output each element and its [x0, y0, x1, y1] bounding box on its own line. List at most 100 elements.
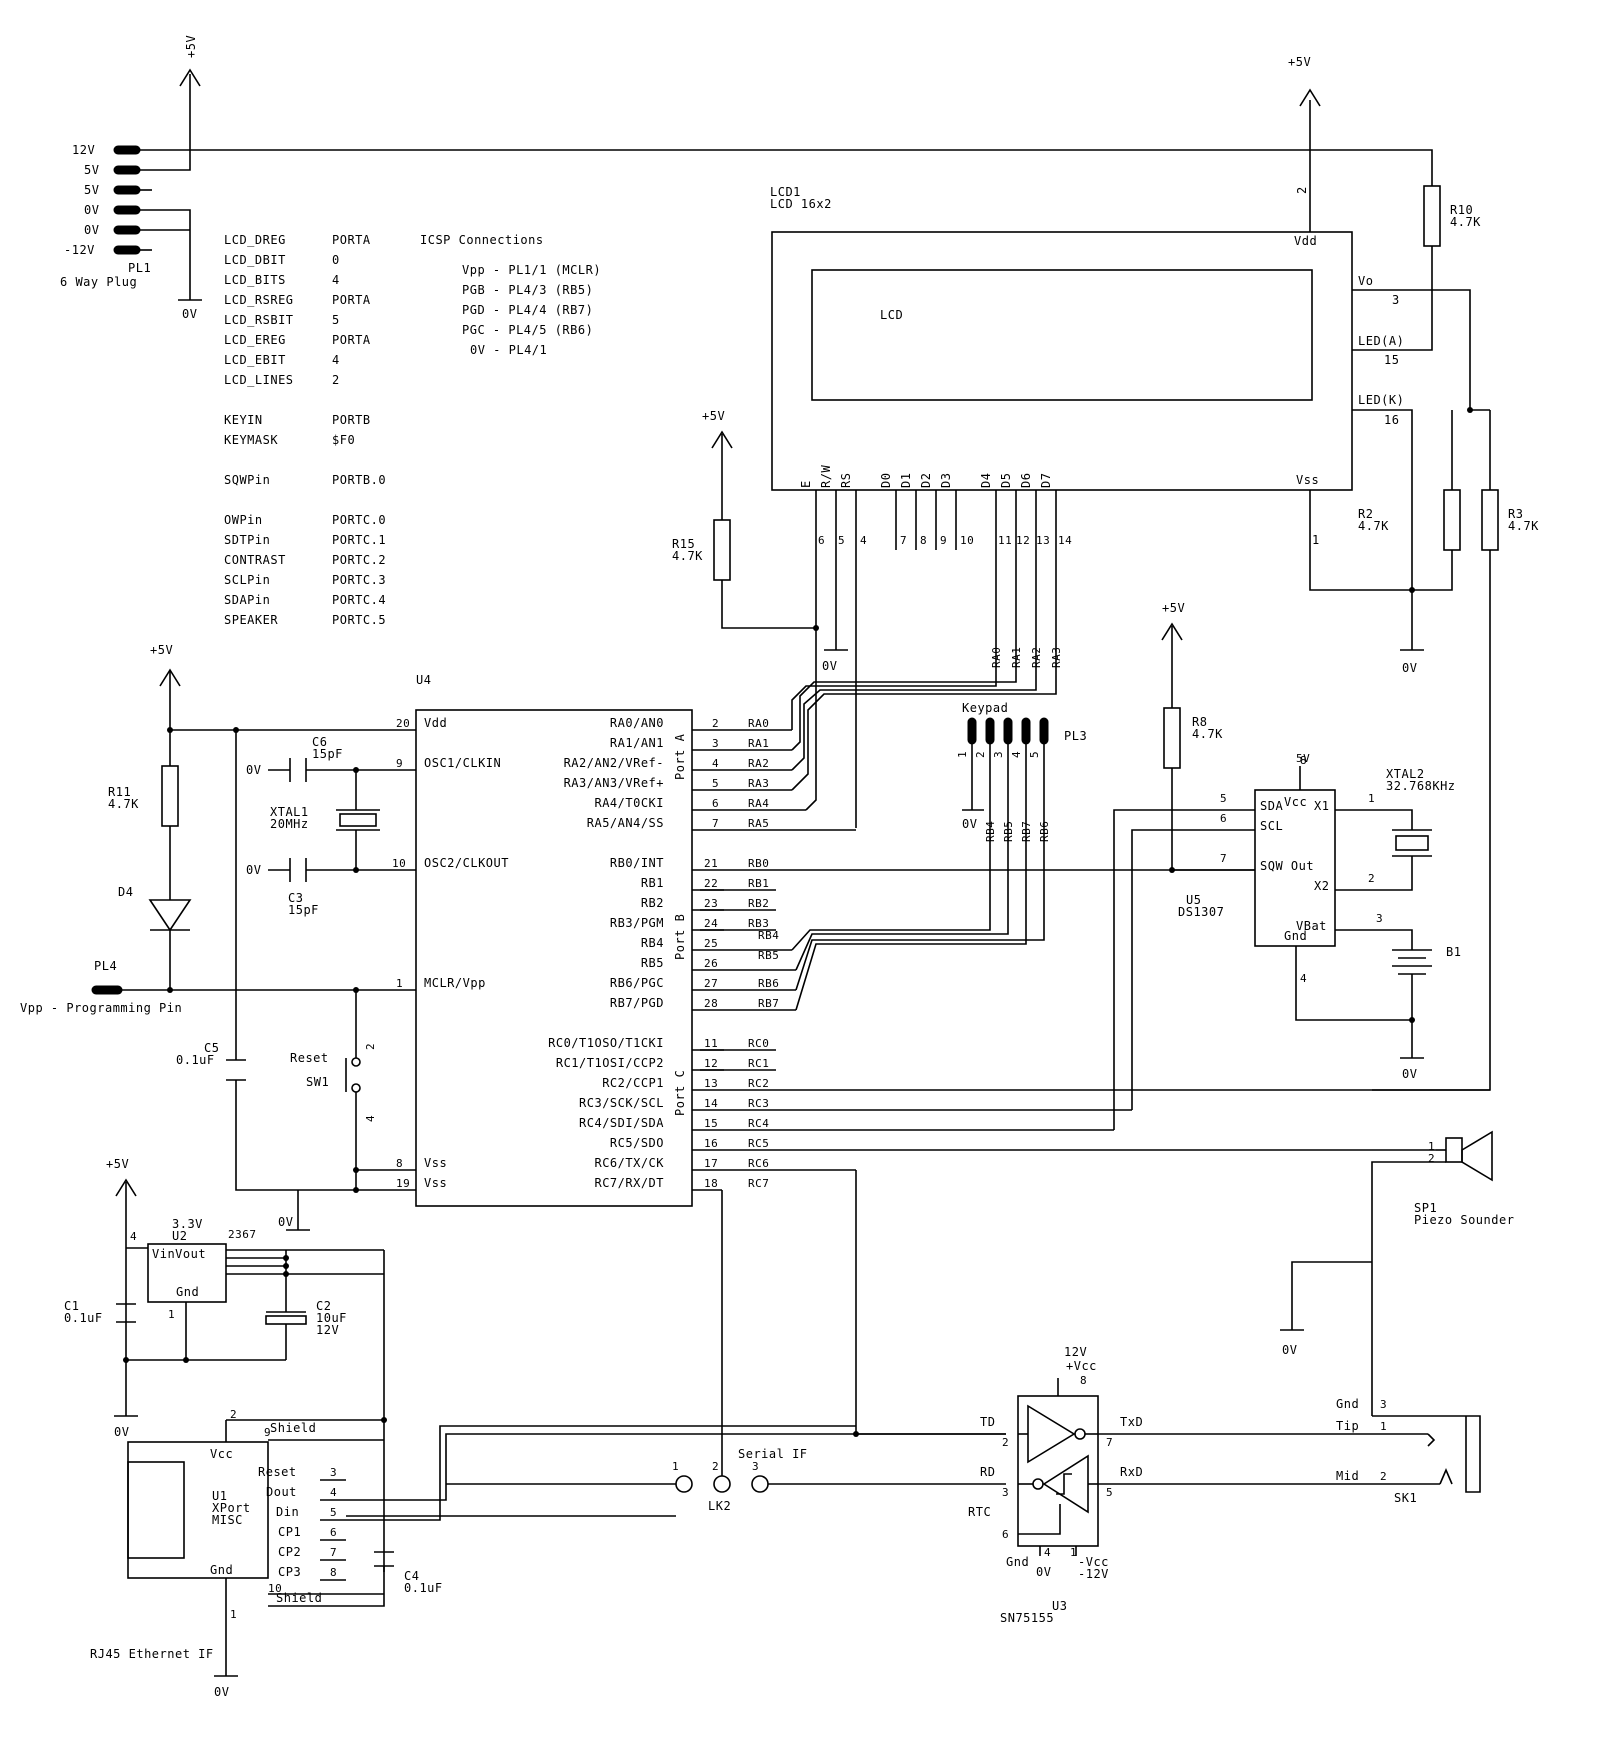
u1-pin-cp3: CP3: [278, 1565, 301, 1579]
pl1-pin-0v-2: 0V: [84, 223, 99, 237]
u5-rtc: Vcc SDA SCL SQW Out X1 X2 VBat Gnd 5V 8 …: [1113, 752, 1461, 1130]
u4-pin-rb0: RB0/INT: [610, 856, 664, 870]
sp1-pin-2: 2: [1428, 1152, 1435, 1165]
u4-num-24: 24: [704, 917, 718, 930]
u2-regulator: +5V VinVout Gnd U2 3.3V 4 2367 1 0V C1 0…: [64, 1157, 385, 1572]
keypad-gnd-label: 0V: [962, 817, 977, 831]
u4-pin-osc1: OSC1/CLKIN: [424, 756, 501, 770]
sk1-num-2: 2: [1380, 1470, 1387, 1483]
c6-gnd-label: 0V: [246, 763, 261, 777]
u4-port-c: Port C: [673, 1070, 687, 1116]
u4-pin-ra0: RA0/AN0: [610, 716, 664, 730]
u4-pin-vdd: Vdd: [424, 716, 447, 730]
cfg-sdapin: SDAPin: [224, 593, 270, 607]
cfg-lcd-lines: LCD_LINES: [224, 373, 294, 387]
u3-txd: TxD: [1120, 1415, 1143, 1429]
keypad-pin-5: 5: [1028, 751, 1041, 758]
cfg-lcd-ebit: LCD_EBIT: [224, 353, 286, 367]
u4-net-ra1: RA1: [748, 737, 769, 750]
cfg-sdtpin-val: PORTC.1: [332, 533, 386, 547]
c1-ref: C1: [64, 1299, 79, 1313]
u5-pin-gnd: Gnd: [1284, 929, 1307, 943]
u4-pin-rb4: RB4: [641, 936, 664, 950]
u4-num-17: 17: [704, 1157, 718, 1170]
u5-num-4: 4: [1300, 972, 1307, 985]
lcd-num-2: 2: [1295, 186, 1309, 194]
r11-val: 4.7K: [108, 797, 139, 811]
r11-ref: R11: [108, 785, 131, 799]
sw1-pin-4: 4: [364, 1115, 377, 1122]
u4-num-20: 20: [396, 717, 410, 730]
programming-circuit: R11 4.7K D4 PL4 Vpp - Programming Pin: [20, 730, 416, 1015]
u4-pin-ra4: RA4/T0CKI: [594, 796, 664, 810]
u4-num-14: 14: [704, 1097, 718, 1110]
u1-pin-cp2: CP2: [278, 1545, 301, 1559]
cfg-lcd-rsbit-val: 5: [332, 313, 340, 327]
keypad-net-rb4: RB4: [984, 821, 997, 842]
sw1-ref: SW1: [306, 1075, 329, 1089]
lcd-screen-label: LCD: [880, 308, 903, 322]
lcd-gnd-label: 0V: [1402, 661, 1417, 675]
net-ra3: RA3: [1050, 647, 1063, 668]
r8-val: 4.7K: [1192, 727, 1223, 741]
u4-net-rb1: RB1: [748, 877, 769, 890]
u4-num-26: 26: [704, 957, 718, 970]
u1-num-3: 3: [330, 1466, 337, 1479]
cfg-sdtpin: SDTPin: [224, 533, 270, 547]
u4-port-a: Port A: [673, 733, 687, 780]
u4-pin-rb1: RB1: [641, 876, 664, 890]
u4-pin-osc2: OSC2/CLKOUT: [424, 856, 509, 870]
c1-val: 0.1uF: [64, 1311, 103, 1325]
u4-pin-rb6: RB6/PGC: [610, 976, 664, 990]
u5-gnd-label: 0V: [1402, 1067, 1417, 1081]
u3-ref: U3: [1052, 1599, 1067, 1613]
u3-gnd-0v: 0V: [1036, 1565, 1051, 1579]
cfg-sdapin-val: PORTC.4: [332, 593, 386, 607]
net-ra0: RA0: [990, 647, 1003, 668]
cfg-speaker-val: PORTC.5: [332, 613, 386, 627]
u1-num-4: 4: [330, 1486, 337, 1499]
net-ra1: RA1: [1010, 647, 1023, 668]
u1-num-1: 1: [230, 1608, 237, 1621]
u1-pin-din: Din: [276, 1505, 299, 1519]
lk2-label: Serial IF: [738, 1447, 808, 1461]
lcd-num-6: 6: [818, 534, 825, 547]
u2-num-4: 4: [130, 1230, 137, 1243]
lk2-ref: LK2: [708, 1499, 731, 1513]
u1-pin-vcc: Vcc: [210, 1447, 233, 1461]
keypad-pin-3: 3: [992, 751, 1005, 758]
d4-ref: D4: [118, 885, 133, 899]
u5-pin-sda: SDA: [1260, 799, 1283, 813]
u1-xport: Vcc Reset Dout Din CP1 CP2 CP3 Gnd U1 XP…: [90, 1408, 1006, 1699]
cfg-speaker: SPEAKER: [224, 613, 278, 627]
u4-gnd-label: 0V: [278, 1215, 293, 1229]
u4-pin-vss-2: Vss: [424, 1176, 447, 1190]
u4-net-rc4: RC4: [748, 1117, 769, 1130]
u4-net-rb3: RB3: [748, 917, 769, 930]
cfg-sqwpin-val: PORTB.0: [332, 473, 386, 487]
u3-num-7: 7: [1106, 1436, 1113, 1449]
u1-pin-reset: Reset: [258, 1465, 297, 1479]
u4-net-rc1: RC1: [748, 1057, 769, 1070]
keypad-net-rb6: RB6: [1038, 821, 1051, 842]
keypad-ref: PL3: [1064, 729, 1087, 743]
u5-num-7: 7: [1220, 852, 1227, 865]
u1-l1: XPort: [212, 1501, 251, 1515]
u3-num-4: 4: [1044, 1546, 1051, 1559]
lcd-num-1: 1: [1312, 533, 1320, 547]
u5-pin-scl: SCL: [1260, 819, 1283, 833]
cfg-lcd-bits: LCD_BITS: [224, 273, 286, 287]
u4-net-rc6: RC6: [748, 1157, 769, 1170]
u4-5v-label: +5V: [150, 643, 173, 657]
lcd-pin-d3: D3: [939, 473, 953, 488]
u4-net-ra0: RA0: [748, 717, 769, 730]
u4-net-rc5: RC5: [748, 1137, 769, 1150]
u4-net-rc3: RC3: [748, 1097, 769, 1110]
u5-pin-x2: X2: [1314, 879, 1329, 893]
icsp-line-5: 0V - PL4/1: [470, 343, 547, 357]
u3-rxd: RxD: [1120, 1465, 1143, 1479]
u5-pin-vcc: Vcc: [1284, 795, 1307, 809]
u4-net-ra3: RA3: [748, 777, 769, 790]
u1-num-9: 9: [264, 1426, 271, 1439]
u5-pin-sqw: SQW Out: [1260, 859, 1314, 873]
